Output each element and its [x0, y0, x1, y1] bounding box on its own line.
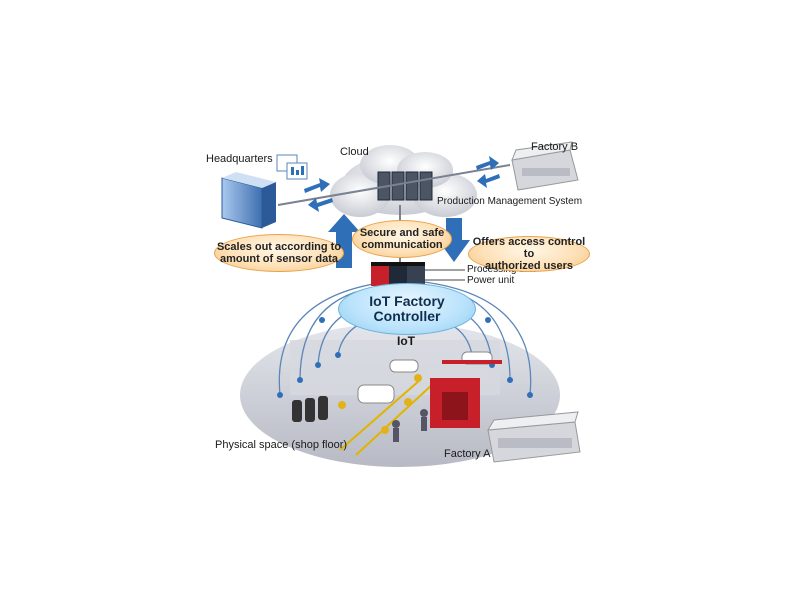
secure-line-2: communication [361, 239, 443, 251]
workers [392, 409, 428, 442]
headquarters-label: Headquarters [206, 153, 273, 165]
tire-stacks [292, 396, 328, 422]
production-management-system-label: Production Management System [437, 196, 583, 207]
cloud-network-line [277, 164, 511, 206]
factory-a-label: Factory A [444, 448, 491, 460]
physical-space-label: Physical space (shop floor) [215, 439, 348, 451]
headquarters-building [221, 172, 276, 229]
secure-communication-callout: Secure and safe communication [352, 220, 452, 258]
red-machine [430, 360, 502, 428]
factory-a-building [487, 411, 581, 463]
robot-arms [338, 374, 422, 434]
access-control-line-2: authorized users [484, 260, 574, 272]
factory-b-building [511, 141, 579, 191]
controller-line-1: IoT Factory [369, 293, 445, 309]
hq-cloud-arrows [304, 178, 333, 212]
server-racks [377, 171, 433, 201]
access-control-line-1: Offers access control to [472, 236, 586, 260]
iot-label: IoT [397, 334, 415, 348]
factory-b-label: Factory B [531, 141, 579, 153]
controller-line-2: Controller [373, 308, 441, 324]
controller-units [371, 262, 425, 286]
dashboard-screens [276, 154, 308, 180]
secure-line-1: Secure and safe [359, 227, 445, 239]
cloud-label: Cloud [340, 146, 369, 158]
scales-out-callout: Scales out according to amount of sensor… [214, 234, 344, 272]
scales-out-line-1: Scales out according to [216, 241, 342, 253]
power-unit-label: Power unit [467, 275, 515, 286]
conveyor-lines [339, 379, 435, 456]
access-control-callout: Offers access control to authorized user… [468, 236, 590, 272]
scales-out-line-2: amount of sensor data [220, 253, 338, 265]
iot-factory-controller: IoT Factory Controller [338, 283, 476, 335]
factoryb-cloud-arrows [476, 156, 500, 188]
